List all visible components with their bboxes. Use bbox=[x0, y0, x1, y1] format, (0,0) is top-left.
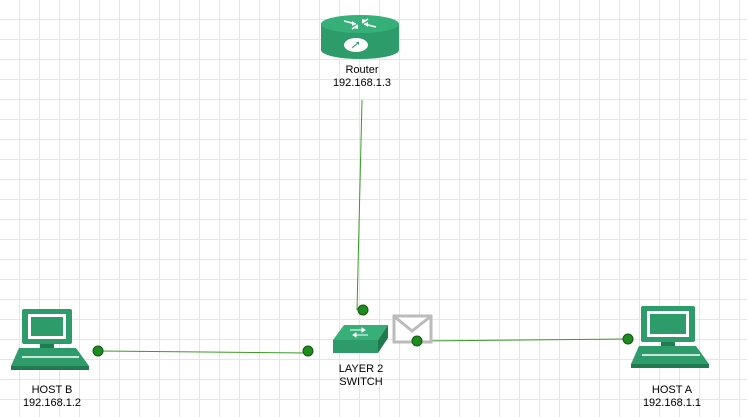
host-b-name: HOST B bbox=[31, 384, 73, 396]
router-icon[interactable] bbox=[321, 15, 399, 59]
link-router-switch[interactable] bbox=[356, 99, 363, 311]
endpoint-switch-left[interactable] bbox=[302, 345, 314, 357]
host-a-label: HOST A 192.168.1.1 bbox=[622, 384, 722, 410]
link-switch-hosta[interactable] bbox=[416, 338, 629, 342]
host-b-ip: 192.168.1.2 bbox=[22, 397, 82, 409]
router-label: Router 192.168.1.3 bbox=[312, 64, 412, 90]
switch-icon[interactable] bbox=[333, 325, 388, 353]
switch-label: LAYER 2 SWITCH bbox=[311, 363, 411, 389]
endpoint-switch-right[interactable] bbox=[411, 335, 423, 347]
host-a-name: HOST A bbox=[651, 384, 693, 396]
link-hostb-switch[interactable] bbox=[97, 350, 309, 354]
host-a-computer-icon[interactable] bbox=[631, 306, 709, 368]
router-ip: 192.168.1.3 bbox=[332, 77, 392, 89]
switch-name-line2: SWITCH bbox=[339, 376, 383, 388]
host-b-label: HOST B 192.168.1.2 bbox=[2, 384, 102, 410]
endpoint-hostb[interactable] bbox=[92, 345, 104, 357]
host-b-computer-icon[interactable] bbox=[11, 309, 89, 370]
host-a-ip: 192.168.1.1 bbox=[642, 397, 702, 409]
endpoint-hosta[interactable] bbox=[622, 333, 634, 345]
switch-name-line1: LAYER 2 bbox=[338, 363, 384, 375]
endpoint-router-switch[interactable] bbox=[357, 304, 369, 316]
router-name: Router bbox=[345, 64, 379, 76]
